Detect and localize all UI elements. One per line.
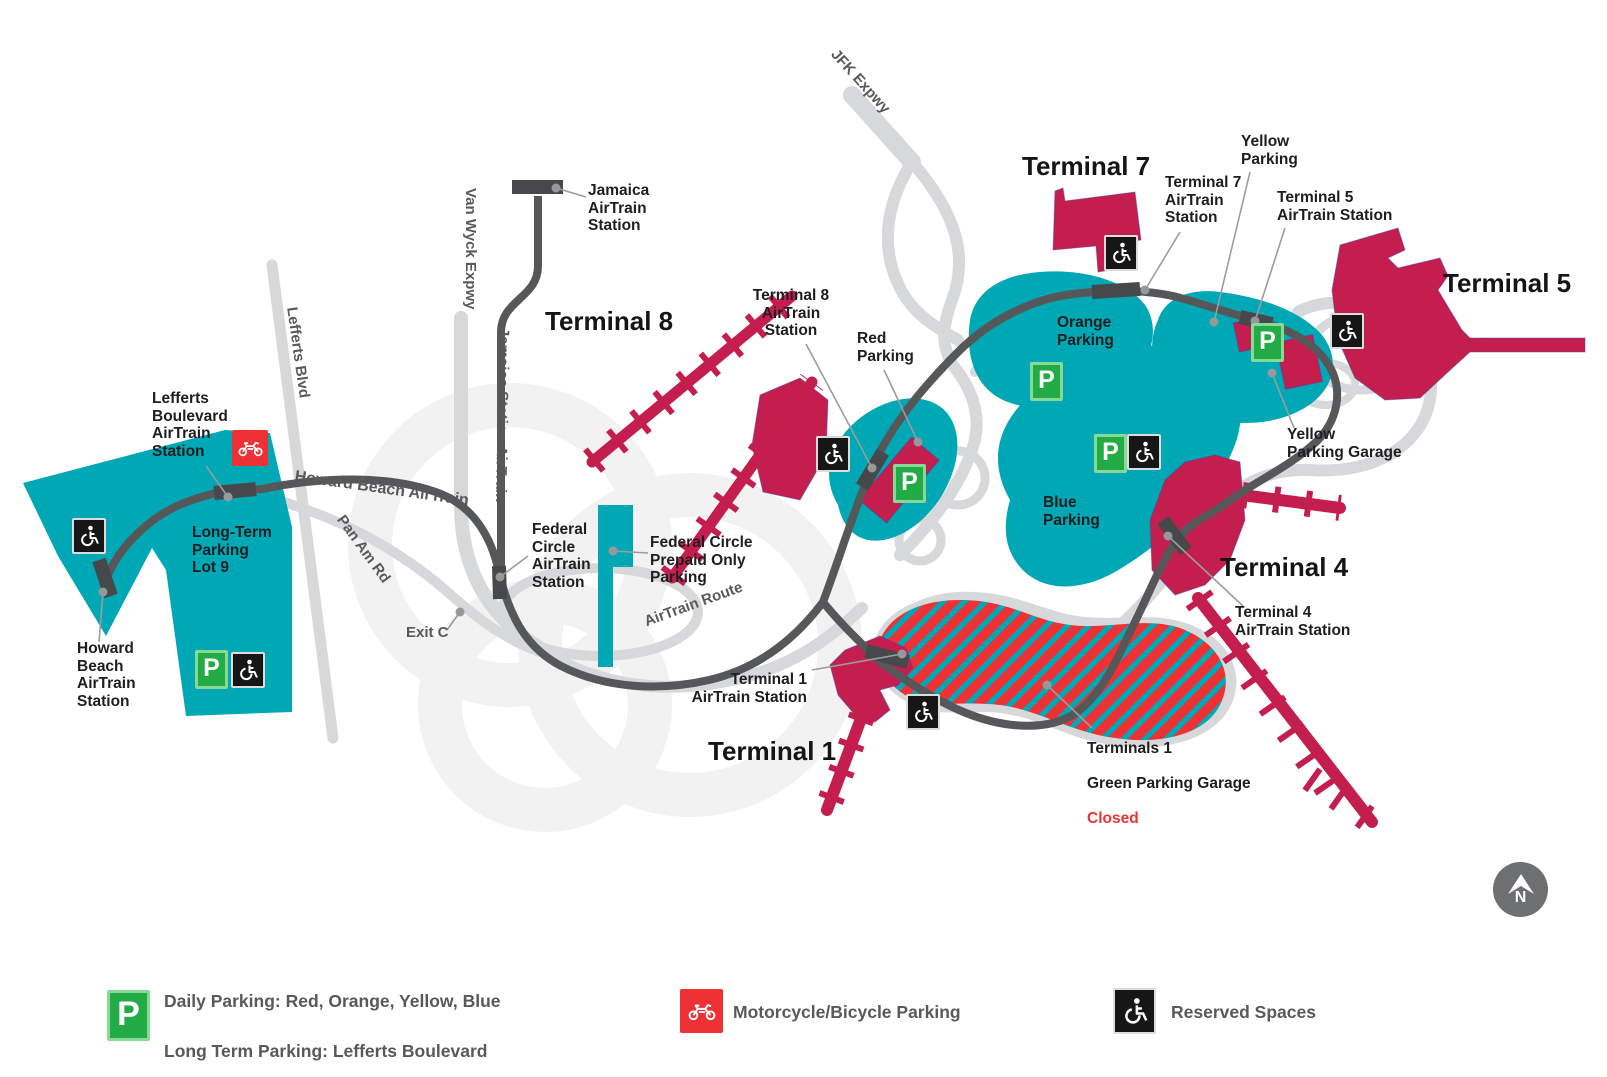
terminal-4-headline: Terminal 4	[1220, 552, 1349, 582]
airtrain-stations	[92, 180, 1274, 669]
green-garage-closed-badge: Closed	[1087, 810, 1139, 828]
green-garage-label: Terminals 1 Green Parking Garage Closed	[1087, 722, 1251, 846]
terminal-8-station-label: Terminal 8 AirTrain Station	[752, 287, 830, 340]
north-letter: N	[1514, 888, 1527, 906]
airtrain-logo-watermark	[348, 383, 862, 832]
road-jfk-expwy	[843, 86, 921, 171]
terminal-4-station-label: Terminal 4 AirTrain Station	[1235, 604, 1351, 639]
parking-icon-blue: P	[1094, 434, 1127, 473]
p-glyph: P	[203, 654, 220, 682]
p-glyph: P	[1102, 438, 1119, 466]
federal-circle-prepaid-label: Federal Circle Prepaid Only Parking	[650, 534, 753, 587]
parking-icon-yellow: P	[1251, 323, 1284, 362]
long-term-parking-label: Long-Term Parking Lot 9	[192, 524, 272, 577]
terminal-7-station-marker	[1091, 282, 1141, 299]
legend-motorcycle-icon	[680, 989, 723, 1033]
p-glyph: P	[1038, 366, 1055, 394]
jamaica-station-airtrain-label: Jamaica Station AirTrain	[491, 327, 512, 503]
wheelchair-icon-lot9-west	[72, 518, 106, 554]
legend-reserved-text: Reserved Spaces	[1171, 1002, 1316, 1022]
legend-reserved-icon	[1113, 988, 1156, 1034]
p-glyph: P	[117, 995, 140, 1033]
road-pan-am-rd	[243, 487, 545, 657]
federal-circle-prepaid-area	[598, 505, 633, 667]
legend-daily-parking-icon: P	[107, 990, 150, 1041]
north-chevron-icon	[1507, 873, 1534, 894]
orange-parking-label: Orange Parking	[1057, 314, 1114, 349]
motorcycle-parking-icon-lot9	[232, 430, 268, 466]
federal-circle-station-label: Federal Circle AirTrain Station	[532, 521, 591, 591]
federal-circle-station-marker	[492, 565, 507, 600]
green-garage-line1: Terminals 1	[1087, 739, 1173, 757]
terminal-5-station-label: Terminal 5 AirTrain Station	[1277, 189, 1393, 224]
parking-icon-red: P	[893, 464, 926, 503]
howard-beach-station-marker	[92, 557, 118, 599]
p-glyph: P	[901, 468, 918, 496]
lefferts-station-marker	[213, 482, 257, 500]
van-wyck-expwy-label: Van Wyck Expwy	[462, 188, 479, 310]
legend-motorcycle-text: Motorcycle/Bicycle Parking	[733, 1002, 961, 1022]
yellow-parking-garage-label: Yellow Parking Garage	[1287, 426, 1402, 461]
terminal-5-shape	[1331, 227, 1586, 401]
terminal-7-station-label: Terminal 7 AirTrain Station	[1165, 174, 1242, 227]
north-arrow: N	[1493, 862, 1548, 917]
route-howard-beach-branch	[102, 475, 827, 691]
terminal-8-headline: Terminal 8	[545, 306, 674, 336]
parking-icon-orange: P	[1030, 362, 1063, 401]
airtrain-route-line	[102, 196, 1342, 730]
wheelchair-icon-terminal5	[1330, 313, 1364, 349]
jamaica-station-label: Jamaica AirTrain Station	[588, 182, 650, 235]
legend-daily-parking-text: Daily Parking: Red, Orange, Yellow, Blue…	[164, 989, 501, 1064]
wheelchair-icon-terminal8	[816, 436, 850, 472]
terminal-7-headline: Terminal 7	[1022, 151, 1151, 181]
terminal-8-shape	[583, 285, 829, 587]
long-term-parking-lot9-area	[23, 430, 292, 716]
wheelchair-icon-blue-parking	[1127, 434, 1161, 470]
red-parking-label: Red Parking	[857, 330, 914, 365]
lefferts-station-label: Lefferts Boulevard AirTrain Station	[152, 390, 228, 460]
parking-icon-lot9: P	[195, 650, 228, 689]
green-garage-line2: Green Parking Garage	[1087, 774, 1251, 792]
terminal-1-headline: Terminal 1	[708, 736, 837, 766]
exit-c-label: Exit C	[406, 624, 449, 641]
road-lefferts-blvd	[266, 259, 339, 744]
legend-daily-line2: Long Term Parking: Lefferts Boulevard	[164, 1041, 488, 1061]
wheelchair-icon-lot9	[231, 652, 265, 688]
terminal-1-station-label: Terminal 1 AirTrain Station	[691, 671, 807, 706]
howard-beach-station-label: Howard Beach AirTrain Station	[77, 640, 136, 710]
route-terminal-loop	[818, 286, 1342, 730]
yellow-parking-label: Yellow Parking	[1241, 133, 1298, 168]
route-jamaica-branch	[497, 196, 542, 568]
terminal-5-headline: Terminal 5	[1443, 268, 1572, 298]
terminal-4-station-marker	[1157, 515, 1192, 556]
blue-parking-label: Blue Parking	[1043, 494, 1100, 529]
wheelchair-icon-terminal7	[1104, 235, 1138, 271]
legend-daily-line1: Daily Parking: Red, Orange, Yellow, Blue	[164, 991, 501, 1011]
p-glyph: P	[1259, 327, 1276, 355]
label-leaders	[98, 171, 1295, 729]
wheelchair-icon-terminal1	[906, 694, 940, 730]
